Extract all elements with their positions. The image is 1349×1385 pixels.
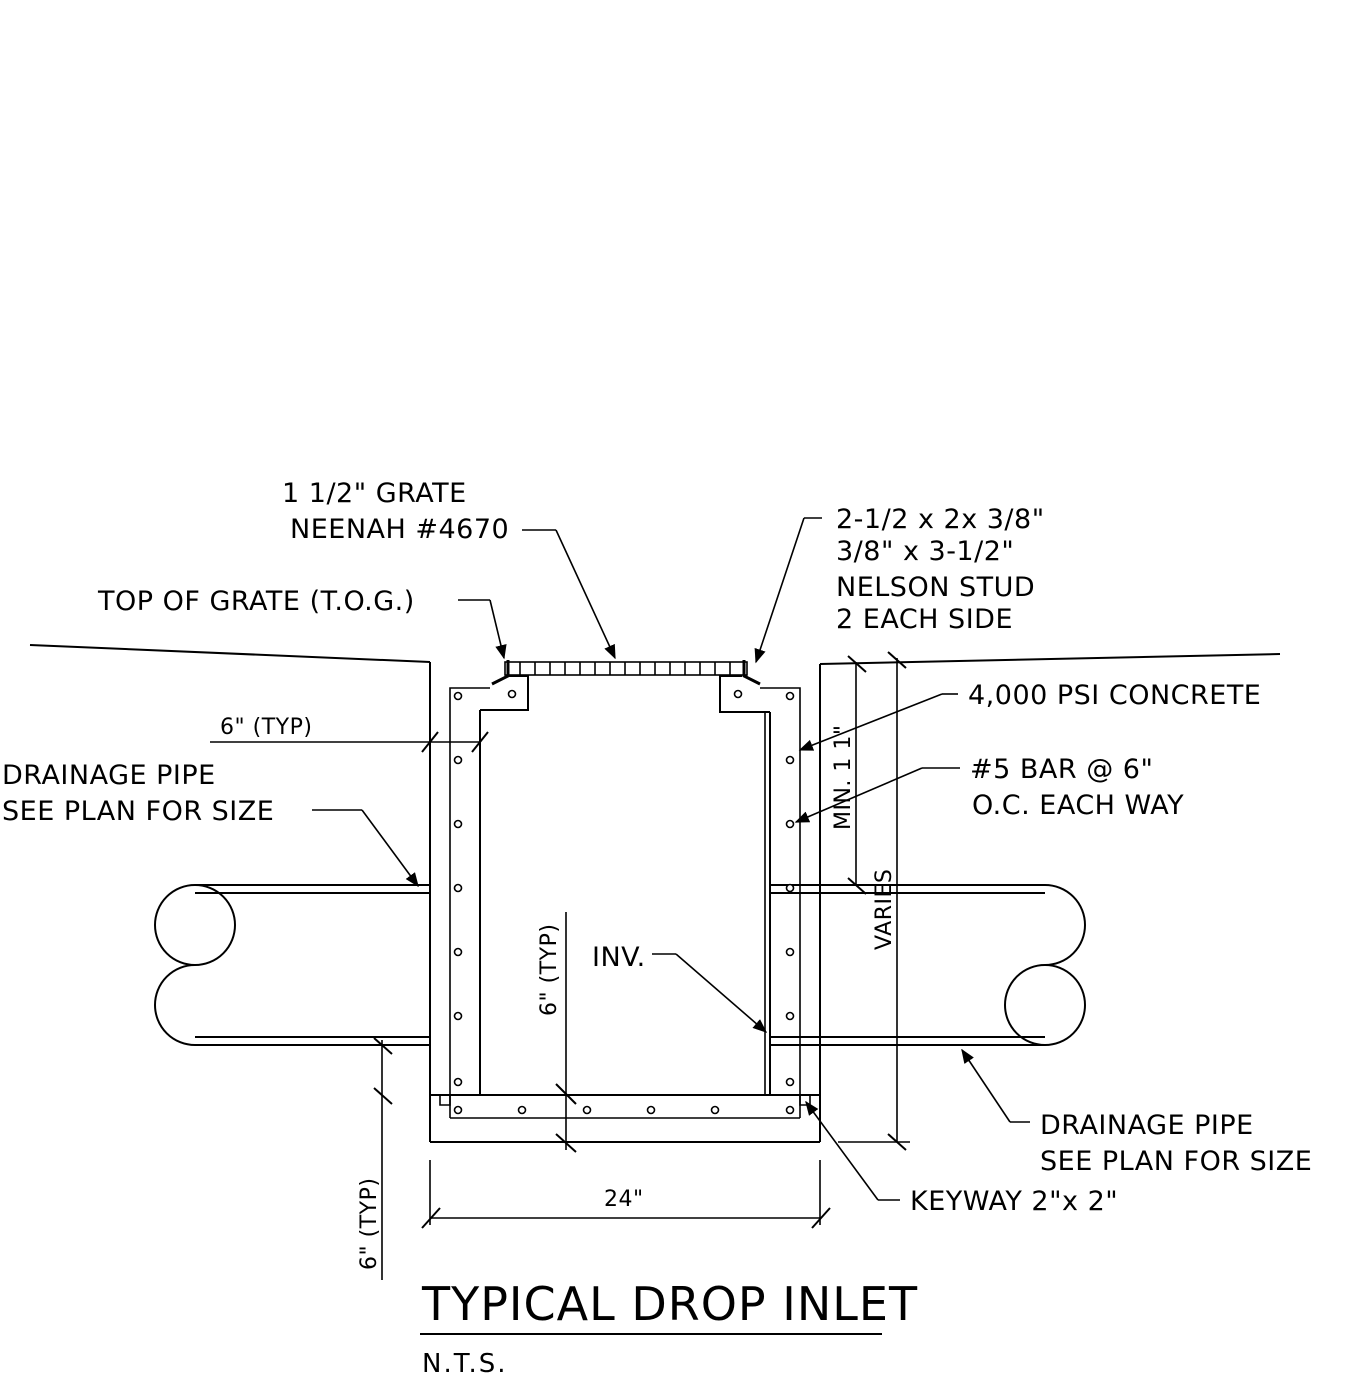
svg-text:MIN. 1 1": MIN. 1 1"	[831, 724, 856, 830]
callout-grate: 1 1/2" GRATE NEENAH #4670	[282, 478, 616, 660]
svg-text:NEENAH #4670: NEENAH #4670	[290, 514, 509, 545]
svg-text:#5 BAR @ 6": #5 BAR @ 6"	[970, 754, 1153, 785]
svg-text:24": 24"	[604, 1187, 644, 1212]
svg-text:SEE PLAN FOR SIZE: SEE PLAN FOR SIZE	[1040, 1146, 1312, 1177]
drawing-title: TYPICAL DROP INLET	[421, 1277, 918, 1331]
svg-text:2-1/2 x 2x 3/8": 2-1/2 x 2x 3/8"	[836, 504, 1045, 535]
svg-text:VARIES: VARIES	[872, 869, 897, 950]
svg-text:6" (TYP): 6" (TYP)	[220, 715, 312, 740]
reinforcement-cage	[449, 687, 801, 1119]
svg-text:2 EACH SIDE: 2 EACH SIDE	[836, 604, 1013, 635]
dim-wall-thickness: 6" (TYP)	[210, 715, 489, 753]
ground-line	[29, 644, 1281, 665]
right-drainage-pipe	[770, 884, 1086, 1046]
drawing-scale: N.T.S.	[422, 1349, 508, 1379]
left-drainage-pipe	[154, 884, 430, 1046]
svg-text:6" (TYP): 6" (TYP)	[357, 1178, 382, 1270]
dim-floor-thickness: 6" (TYP)	[537, 912, 577, 1153]
title-block: TYPICAL DROP INLET N.T.S.	[420, 1277, 918, 1379]
callout-angle-stud: 2-1/2 x 2x 3/8" 3/8" x 3-1/2" NELSON STU…	[754, 504, 1045, 664]
inlet-structure	[429, 662, 821, 1143]
dim-inlet-width: 24"	[421, 1160, 831, 1229]
dim-base-slab: 6" (TYP)	[357, 1037, 393, 1280]
svg-text:DRAINAGE PIPE: DRAINAGE PIPE	[1040, 1110, 1254, 1141]
svg-text:INV.: INV.	[592, 942, 646, 973]
svg-text:DRAINAGE PIPE: DRAINAGE PIPE	[2, 760, 216, 791]
svg-text:TOP OF GRATE (T.O.G.): TOP OF GRATE (T.O.G.)	[97, 586, 415, 617]
callout-drainage-pipe-left: DRAINAGE PIPE SEE PLAN FOR SIZE	[2, 760, 419, 888]
callout-rebar: #5 BAR @ 6" O.C. EACH WAY	[794, 754, 1184, 823]
dim-min-depth: MIN. 1 1"	[831, 655, 867, 895]
callout-keyway: KEYWAY 2"x 2"	[805, 1100, 1118, 1217]
dim-varies: VARIES	[838, 651, 910, 1151]
svg-text:1 1/2" GRATE: 1 1/2" GRATE	[282, 478, 467, 509]
callout-concrete: 4,000 PSI CONCRETE	[798, 680, 1261, 751]
svg-text:3/8" x 3-1/2": 3/8" x 3-1/2"	[836, 536, 1014, 567]
svg-text:O.C. EACH WAY: O.C. EACH WAY	[972, 790, 1184, 821]
callout-drainage-pipe-right: DRAINAGE PIPE SEE PLAN FOR SIZE	[961, 1048, 1312, 1177]
svg-text:KEYWAY 2"x 2": KEYWAY 2"x 2"	[910, 1186, 1118, 1217]
svg-text:6" (TYP): 6" (TYP)	[537, 924, 562, 1016]
callout-top-of-grate: TOP OF GRATE (T.O.G.)	[97, 586, 507, 660]
svg-text:4,000 PSI CONCRETE: 4,000 PSI CONCRETE	[968, 680, 1261, 711]
svg-text:NELSON STUD: NELSON STUD	[836, 572, 1035, 603]
svg-text:SEE PLAN FOR SIZE: SEE PLAN FOR SIZE	[2, 796, 274, 827]
callout-invert: INV.	[592, 942, 768, 1033]
grate-bars	[519, 662, 731, 675]
grate	[491, 660, 761, 686]
